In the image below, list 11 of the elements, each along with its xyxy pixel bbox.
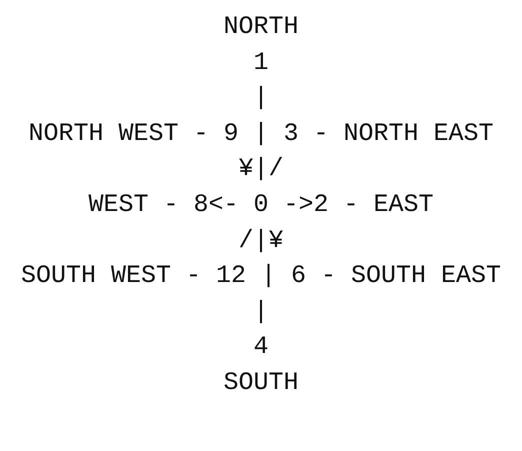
ascii-art-line: SOUTH — [223, 366, 298, 399]
ascii-art-line: NORTH — [223, 11, 298, 43]
ascii-art-line: NORTH WEST - 9 | 3 - NORTH EAST — [28, 118, 494, 150]
ascii-art-line: ¥|/ — [238, 153, 284, 186]
ascii-art-line: | — [253, 296, 268, 328]
ascii-art-line: 1 — [253, 46, 268, 79]
ascii-art-line: /|¥ — [238, 224, 284, 257]
ascii-art-line: SOUTH WEST - 12 | 6 - SOUTH EAST — [20, 260, 502, 292]
ascii-art-line: 4 — [253, 331, 268, 364]
ascii-art-line: | — [253, 82, 268, 114]
ascii-art-line: WEST - 8<- 0 ->2 - EAST — [88, 188, 434, 221]
